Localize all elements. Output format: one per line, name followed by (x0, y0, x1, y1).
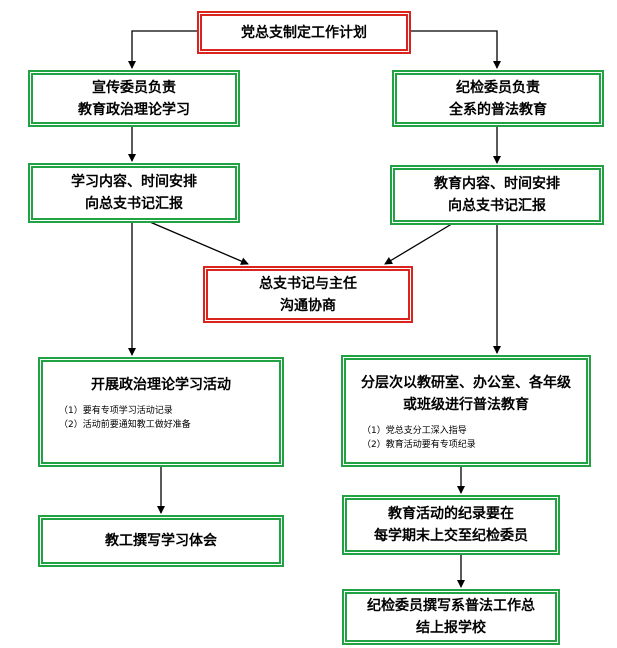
arrow-top-to-right (411, 30, 501, 69)
node-legal-work-summary: 纪检委员撰写系普法工作总 结上报学校 (342, 589, 560, 645)
note-item: （1）党总支分工深入指导 (362, 426, 467, 436)
node-record-submission-line-2: 每学期末上交至纪检委员 (374, 528, 528, 544)
node-record-submission-line-1: 教育活动的纪录要在 (388, 506, 514, 522)
node-staff-reflection-line-1: 教工撰写学习体会 (105, 533, 217, 549)
node-publicity-committee-line-2: 教育政治理论学习 (78, 101, 190, 118)
node-political-study-activity: 开展政治理论学习活动 （1）要有专项学习活动记录 （2）活动前要通知教工做好准备 (38, 357, 284, 467)
node-secretary-consult-line-2: 沟通协商 (280, 297, 336, 314)
node-record-submission: 教育活动的纪录要在 每学期末上交至纪检委员 (342, 495, 560, 555)
node-legal-education-activity-line-2: 或班级进行普法教育 (403, 397, 529, 413)
node-discipline-committee-line-1: 纪检委员负责 (456, 79, 540, 96)
node-study-report-line-2: 向总支书记汇报 (85, 196, 183, 212)
node-political-study-activity-title: 开展政治理论学习活动 (91, 377, 231, 393)
note-item: （2）活动前要通知教工做好准备 (59, 420, 191, 430)
node-political-study-activity-notes: （1）要有专项学习活动记录 （2）活动前要通知教工做好准备 (43, 404, 279, 432)
node-study-report: 学习内容、时间安排 向总支书记汇报 (28, 163, 240, 223)
note-item: （1）要有专项学习活动记录 (59, 406, 173, 416)
node-staff-reflection: 教工撰写学习体会 (38, 515, 284, 567)
node-publicity-committee-line-1: 宣传委员负责 (92, 79, 176, 96)
node-legal-work-summary-line-1: 纪检委员撰写系普法工作总 (367, 598, 535, 614)
node-education-report-line-2: 向总支书记汇报 (448, 198, 546, 214)
node-publicity-committee: 宣传委员负责 教育政治理论学习 (28, 70, 240, 127)
node-legal-education-activity-line-1: 分层次以教研室、办公室、各年级 (361, 375, 571, 391)
arrow-top-to-left (128, 30, 197, 69)
node-secretary-consult: 总支书记与主任 沟通协商 (203, 266, 413, 323)
node-education-report: 教育内容、时间安排 向总支书记汇报 (390, 165, 604, 225)
node-study-report-line-1: 学习内容、时间安排 (71, 174, 197, 190)
arrow-right2-to-center (384, 221, 456, 265)
node-discipline-committee: 纪检委员负责 全系的普法教育 (392, 70, 604, 127)
node-discipline-committee-line-2: 全系的普法教育 (449, 101, 547, 118)
node-education-report-line-1: 教育内容、时间安排 (434, 176, 560, 192)
node-secretary-consult-line-1: 总支书记与主任 (259, 275, 357, 292)
node-legal-education-activity: 分层次以教研室、办公室、各年级 或班级进行普法教育 （1）党总支分工深入指导 （… (341, 355, 591, 467)
node-party-plan-line-1: 党总支制定工作计划 (241, 24, 367, 41)
node-legal-education-activity-notes: （1）党总支分工深入指导 （2）教育活动要有专项纪录 (346, 424, 586, 452)
arrow-left2-to-center (149, 221, 249, 265)
node-legal-work-summary-line-2: 结上报学校 (416, 620, 486, 636)
note-item: （2）教育活动要有专项纪录 (362, 440, 476, 450)
node-party-plan: 党总支制定工作计划 (197, 11, 411, 54)
